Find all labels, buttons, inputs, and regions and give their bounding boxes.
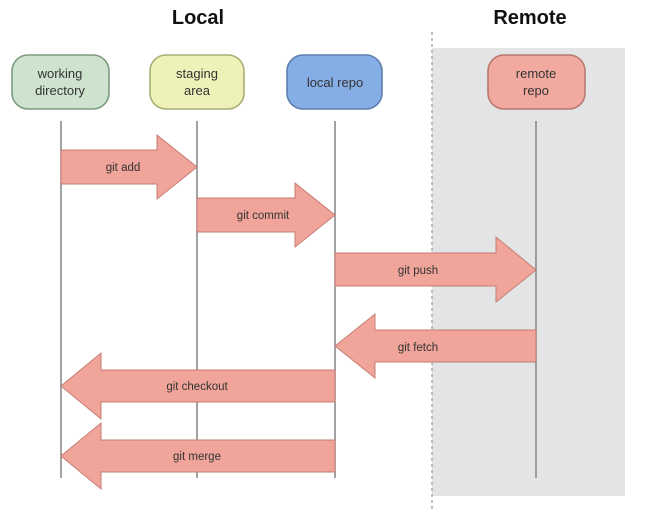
node-local-repo-line1: local repo	[307, 75, 363, 90]
arrow-git-checkout: git checkout	[60, 351, 336, 421]
node-working-directory-line1: working	[37, 66, 83, 81]
arrow-git-push-label: git push	[398, 265, 438, 277]
arrow-git-add-shape	[60, 133, 198, 201]
arrow-git-commit: git commit	[196, 181, 336, 249]
node-working-directory-box	[11, 54, 110, 110]
arrow-git-add-label: git add	[106, 162, 141, 174]
arrow-git-checkout-label: git checkout	[166, 381, 228, 393]
node-remote-repo-line2: repo	[523, 83, 549, 98]
arrow-git-push: git push	[334, 235, 537, 304]
arrow-git-add: git add	[60, 133, 198, 201]
arrow-git-merge: git merge	[60, 421, 336, 491]
arrow-git-merge-label: git merge	[173, 451, 221, 463]
arrow-git-checkout-shape	[60, 351, 336, 421]
arrow-git-fetch-shape	[334, 312, 537, 380]
local-section-title: Local	[172, 7, 224, 29]
node-staging-area-line2: area	[184, 83, 211, 98]
arrow-git-fetch: git fetch	[334, 312, 537, 380]
node-staging-area: staging area	[149, 54, 245, 110]
node-local-repo: local repo	[286, 54, 383, 110]
node-working-directory: working directory	[11, 54, 110, 110]
node-remote-repo: remote repo	[487, 54, 586, 110]
node-staging-area-box	[149, 54, 245, 110]
node-local-repo-box	[286, 54, 383, 110]
arrow-git-merge-shape	[60, 421, 336, 491]
node-staging-area-line1: staging	[176, 66, 218, 81]
node-remote-repo-line1: remote	[516, 66, 556, 81]
arrow-git-commit-label: git commit	[237, 210, 290, 222]
remote-section-title: Remote	[493, 7, 566, 29]
arrow-git-push-shape	[334, 235, 537, 304]
node-remote-repo-box	[487, 54, 586, 110]
node-working-directory-line2: directory	[35, 83, 85, 98]
arrow-git-fetch-label: git fetch	[398, 342, 438, 354]
arrow-git-commit-shape	[196, 181, 336, 249]
